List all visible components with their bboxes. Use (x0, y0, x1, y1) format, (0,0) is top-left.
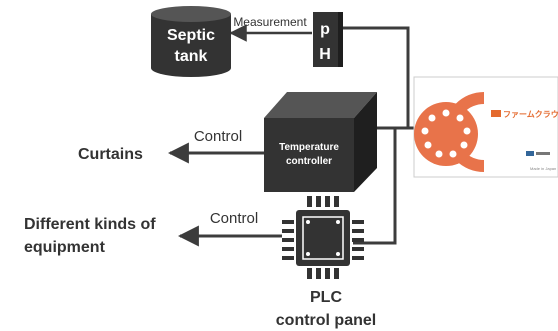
ph-sensor-letter-p: p (320, 21, 330, 38)
ph-sensor-edge (338, 12, 343, 67)
controller-cube-side (354, 92, 377, 192)
septic-tank-label-1: Septic (167, 27, 215, 44)
farm-cloud-company-text (536, 152, 550, 155)
temperature-controller-node: Temperature controller (264, 92, 377, 192)
plc-node: PLC control panel (276, 196, 376, 329)
equipment-label-2: equipment (24, 239, 106, 256)
plc-pins-bottom (307, 268, 339, 279)
measurement-label: Measurement (233, 15, 307, 29)
ph-sensor-letter-h: H (319, 46, 331, 63)
septic-tank-node: Septic tank (151, 6, 231, 77)
plc-pins-left (282, 220, 294, 260)
equipment-label-1: Different kinds of (24, 216, 156, 233)
farm-cloud-company-mark (526, 151, 534, 156)
septic-tank-top (151, 6, 231, 22)
controller-label-1: Temperature (279, 142, 339, 153)
control-curtains-label: Control (194, 128, 242, 145)
plc-label-1: PLC (310, 289, 342, 306)
controller-cube-top (264, 92, 377, 118)
plc-pins-top (307, 196, 339, 207)
ph-sensor-node: p H (313, 12, 343, 67)
plc-label-2: control panel (276, 312, 376, 329)
plc-chip-body (296, 210, 350, 266)
septic-tank-label-2: tank (175, 48, 208, 65)
wires (343, 26, 415, 245)
controller-cube-front (264, 118, 354, 192)
plc-chip-inner (302, 216, 344, 260)
septic-tank-body (151, 14, 231, 77)
controller-label-2: controller (286, 156, 332, 167)
control-equipment-label: Control (210, 210, 258, 227)
plc-chip-dot (336, 220, 340, 224)
plc-chip-dot (306, 252, 310, 256)
farm-cloud-panel: ファームクラウド Made in Japan (413, 76, 558, 178)
plc-pins-right (352, 220, 364, 260)
curtains-label: Curtains (78, 146, 143, 163)
farm-cloud-footer: Made in Japan (530, 166, 556, 171)
farm-cloud-icon-ring (421, 109, 471, 158)
wire-ph-to-cloud (343, 26, 410, 128)
farm-cloud-logo-mark (491, 110, 501, 117)
plc-chip-dot (336, 252, 340, 256)
plc-chip-dot (306, 220, 310, 224)
farm-cloud-brand: ファームクラウド (503, 109, 558, 119)
